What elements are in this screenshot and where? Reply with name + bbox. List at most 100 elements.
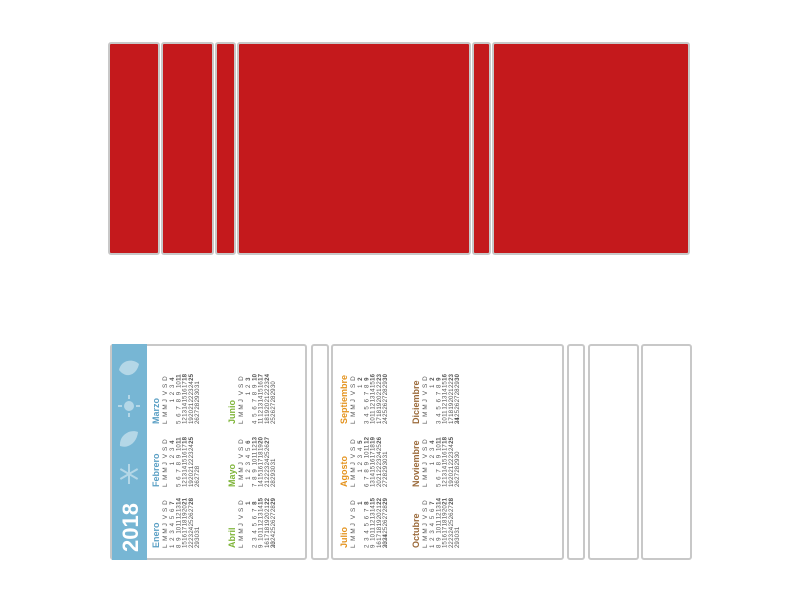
day-header: S [422,447,429,451]
day-number: 13 [175,505,182,512]
day-number: 3 [363,537,370,541]
day-number: 2 [169,391,176,395]
day-number: 14 [370,505,377,512]
day-number: 29 [270,388,277,395]
day-number: 15 [370,465,377,472]
day-number: 10 [175,526,182,533]
day-number: 1 [245,476,252,480]
day-header: D [238,376,245,381]
day-number: 22 [264,497,271,504]
day-number: 3 [435,420,442,424]
day-number: 20 [448,395,455,402]
day-number: 6 [175,413,182,417]
day-header: L [162,420,169,424]
day-number: 12 [435,512,442,519]
day-number: 26 [264,444,271,451]
day-number: 22 [448,541,455,548]
day-number: 22 [376,381,383,388]
day-number: 7 [251,483,258,487]
day-header: M [162,411,169,416]
day-number: 25 [264,451,271,458]
day-number: 24 [382,417,389,424]
day-number: 8 [363,501,370,505]
day-number: 28 [382,505,389,512]
day-number: 10 [435,444,442,451]
day-number: 3 [245,377,252,381]
day-number: 10 [435,526,442,533]
day-header: D [350,439,357,444]
day-number: 3 [357,454,364,458]
day-number: 27 [194,409,201,416]
day-number: 5 [435,483,442,487]
day-number: 12 [251,444,258,451]
day-number: 21 [448,465,455,472]
day-number: 26 [270,519,277,526]
day-number: 26 [448,512,455,519]
day-number: 16 [442,451,449,458]
day-number: 22 [376,497,383,504]
day-number: 7 [251,398,258,402]
day-number: 20 [376,480,383,487]
day-number: 27 [270,402,277,409]
day-number: 25 [382,526,389,533]
day-number: 21 [188,402,195,409]
day-number: 3 [429,530,436,534]
day-number: 23 [376,373,383,380]
day-number: 5 [251,413,258,417]
day-number: 1 [429,384,436,388]
day-number: 24 [382,533,389,540]
day-number: 1 [245,391,252,395]
day-number: 14 [182,465,189,472]
day-number: 8 [175,544,182,548]
day-number: 17 [442,444,449,451]
day-number: 19 [448,402,455,409]
day-header: D [238,500,245,505]
day-number: 28 [194,465,201,472]
day-number: 23 [188,451,195,458]
day-number: 15 [258,388,265,395]
month-name: Marzo [151,397,161,424]
day-header: D [162,376,169,381]
day-number: 22 [188,458,195,465]
day-number: 17 [376,417,383,424]
month-name: Octubre [411,513,421,548]
day-number: 8 [435,384,442,388]
day-header: L [238,544,245,548]
day-number: 23 [376,458,383,465]
day-number: 1 [429,461,436,465]
day-number: 19 [442,512,449,519]
day-number: 23 [382,541,389,548]
day-number: 28 [270,480,277,487]
month-name: Mayo [227,463,237,487]
day-number: 24 [264,458,271,465]
day-number: 30 [194,533,201,540]
day-number: 23 [448,451,455,458]
day-number: 21 [376,472,383,479]
day-number: 5 [363,522,370,526]
day-number: 31 [194,381,201,388]
season-icons [118,360,140,484]
day-number: 25 [188,519,195,526]
day-header: M [238,404,245,409]
day-number: 5 [429,515,436,519]
day-number: 7 [363,508,370,512]
day-number: 11 [175,519,182,526]
day-number: 4 [251,420,258,424]
day-number: 12 [175,512,182,519]
day-header: S [350,447,357,451]
day-number: 11 [175,437,182,444]
day-header: J [162,399,169,402]
day-number: 21 [376,505,383,512]
day-header: V [162,453,169,458]
day-header: V [350,453,357,458]
day-number: 18 [264,526,271,533]
day-number: 20 [188,409,195,416]
day-number: 9 [363,461,370,465]
day-number: 10 [251,458,258,465]
day-number: 16 [258,381,265,388]
print-area-label: PRINT AREA [0,0,112,175]
day-number: 25 [270,526,277,533]
day-number: 7 [175,406,182,410]
day-number: 7 [435,391,442,395]
day-number: 15 [442,458,449,465]
